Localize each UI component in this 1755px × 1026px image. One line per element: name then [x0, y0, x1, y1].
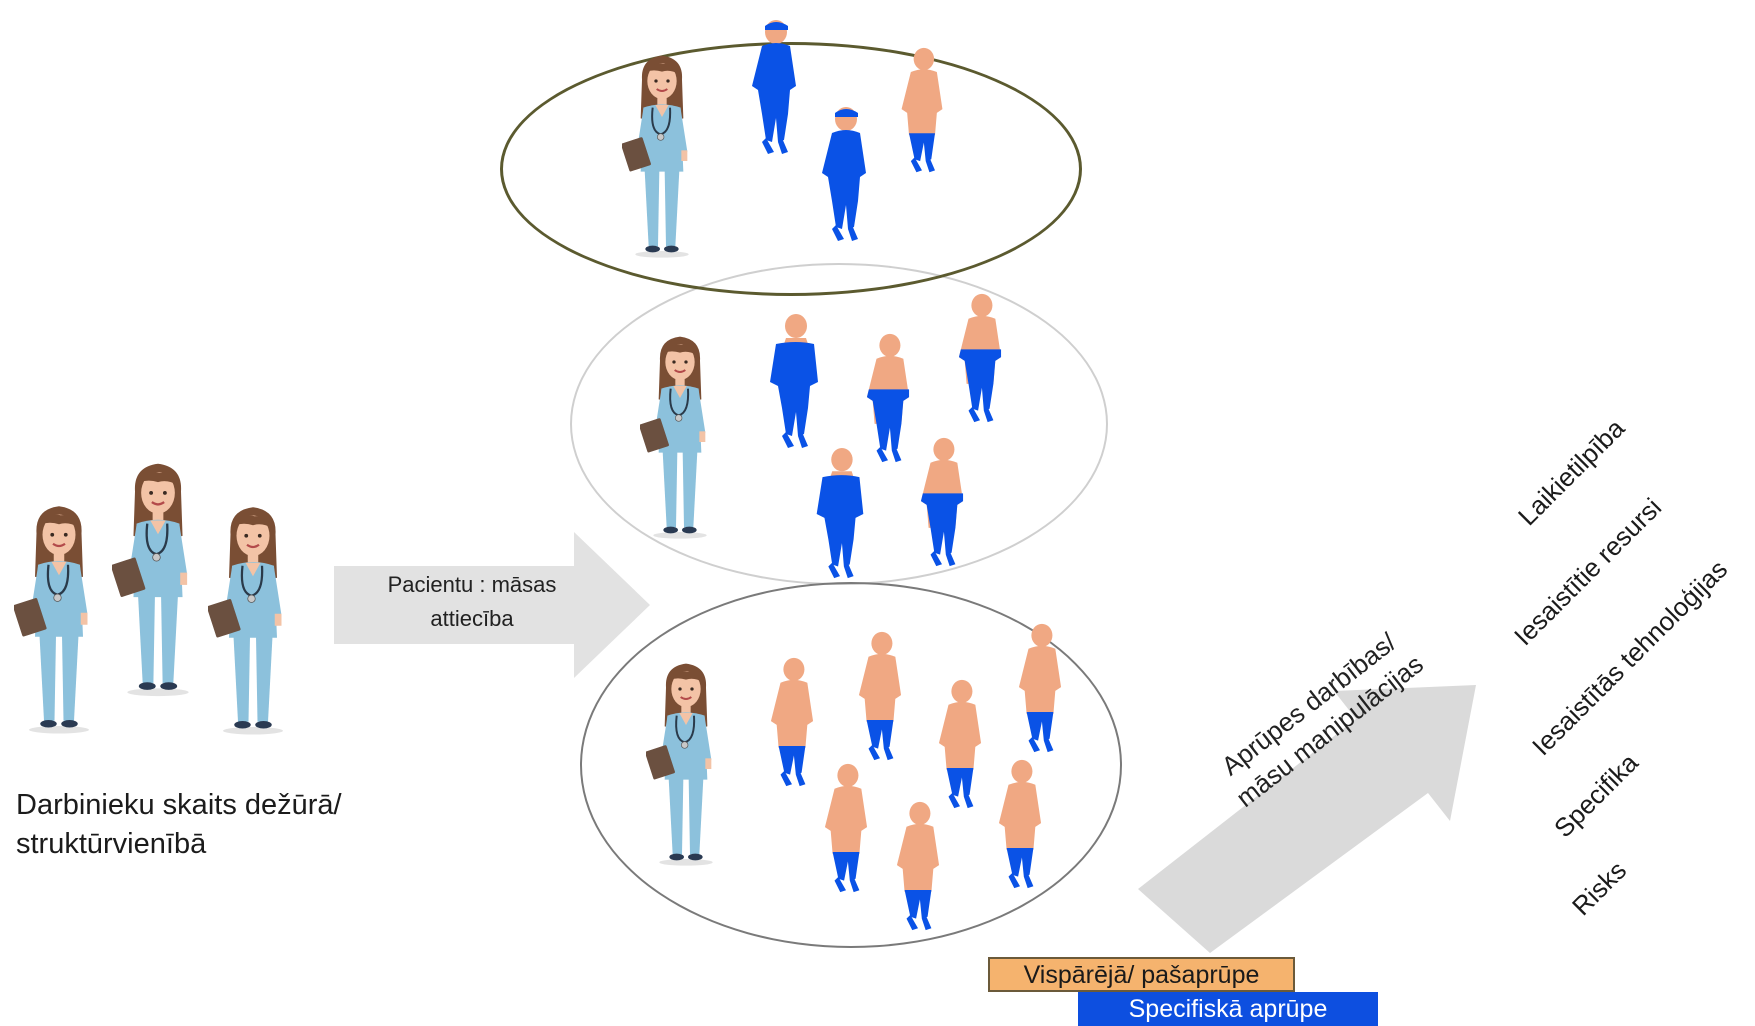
- patient-general-care: [1018, 623, 1062, 753]
- ratio-arrow: [334, 532, 650, 678]
- ratio-arrow-label: Pacientu : māsas attiecība: [348, 568, 596, 636]
- ratio-line1: Pacientu : māsas: [387, 572, 557, 597]
- nurse-figure: [646, 662, 714, 867]
- patient-general-care: [901, 47, 943, 173]
- nurse-figure: [14, 504, 91, 735]
- legend-specific-care: Specifiskā aprūpe: [1078, 992, 1378, 1026]
- patient-group-top: [500, 42, 1082, 296]
- staff-caption-line1: Darbinieku skaits dežūrā/: [16, 789, 342, 821]
- nurse-figure: [622, 54, 690, 259]
- patient-general-care: [858, 631, 902, 761]
- nurse-figure: [112, 462, 191, 698]
- patient-specific-care: [816, 447, 864, 579]
- patient-general-care: [896, 801, 940, 931]
- patient-mixed-care: [958, 293, 1002, 423]
- ratio-line2: attiecība: [430, 606, 514, 631]
- staff-caption-line2: struktūrvienībā: [16, 828, 207, 860]
- nurse-figure: [208, 505, 285, 736]
- patient-general-care: [938, 679, 982, 809]
- patient-specific-care: [822, 107, 866, 241]
- patient-general-care: [998, 759, 1042, 889]
- patient-mixed-care: [920, 437, 964, 567]
- factor-label: Risks: [1566, 855, 1633, 922]
- patient-specific-care: [752, 20, 796, 154]
- care-actions-arrow: [1138, 685, 1476, 953]
- patient-general-care: [770, 657, 814, 787]
- patient-group-bottom: [580, 582, 1122, 948]
- factor-label: Specifika: [1548, 747, 1644, 844]
- legend-general-care: Vispārējā/ pašaprūpe: [988, 957, 1295, 992]
- patient-specific-care: [770, 314, 818, 448]
- factor-label: Laikietilpība: [1512, 412, 1631, 532]
- patient-general-care: [824, 763, 868, 893]
- nurse-figure: [640, 335, 708, 540]
- staff-count-caption: Darbinieku skaits dežūrā/ struktūrvienīb…: [16, 786, 396, 864]
